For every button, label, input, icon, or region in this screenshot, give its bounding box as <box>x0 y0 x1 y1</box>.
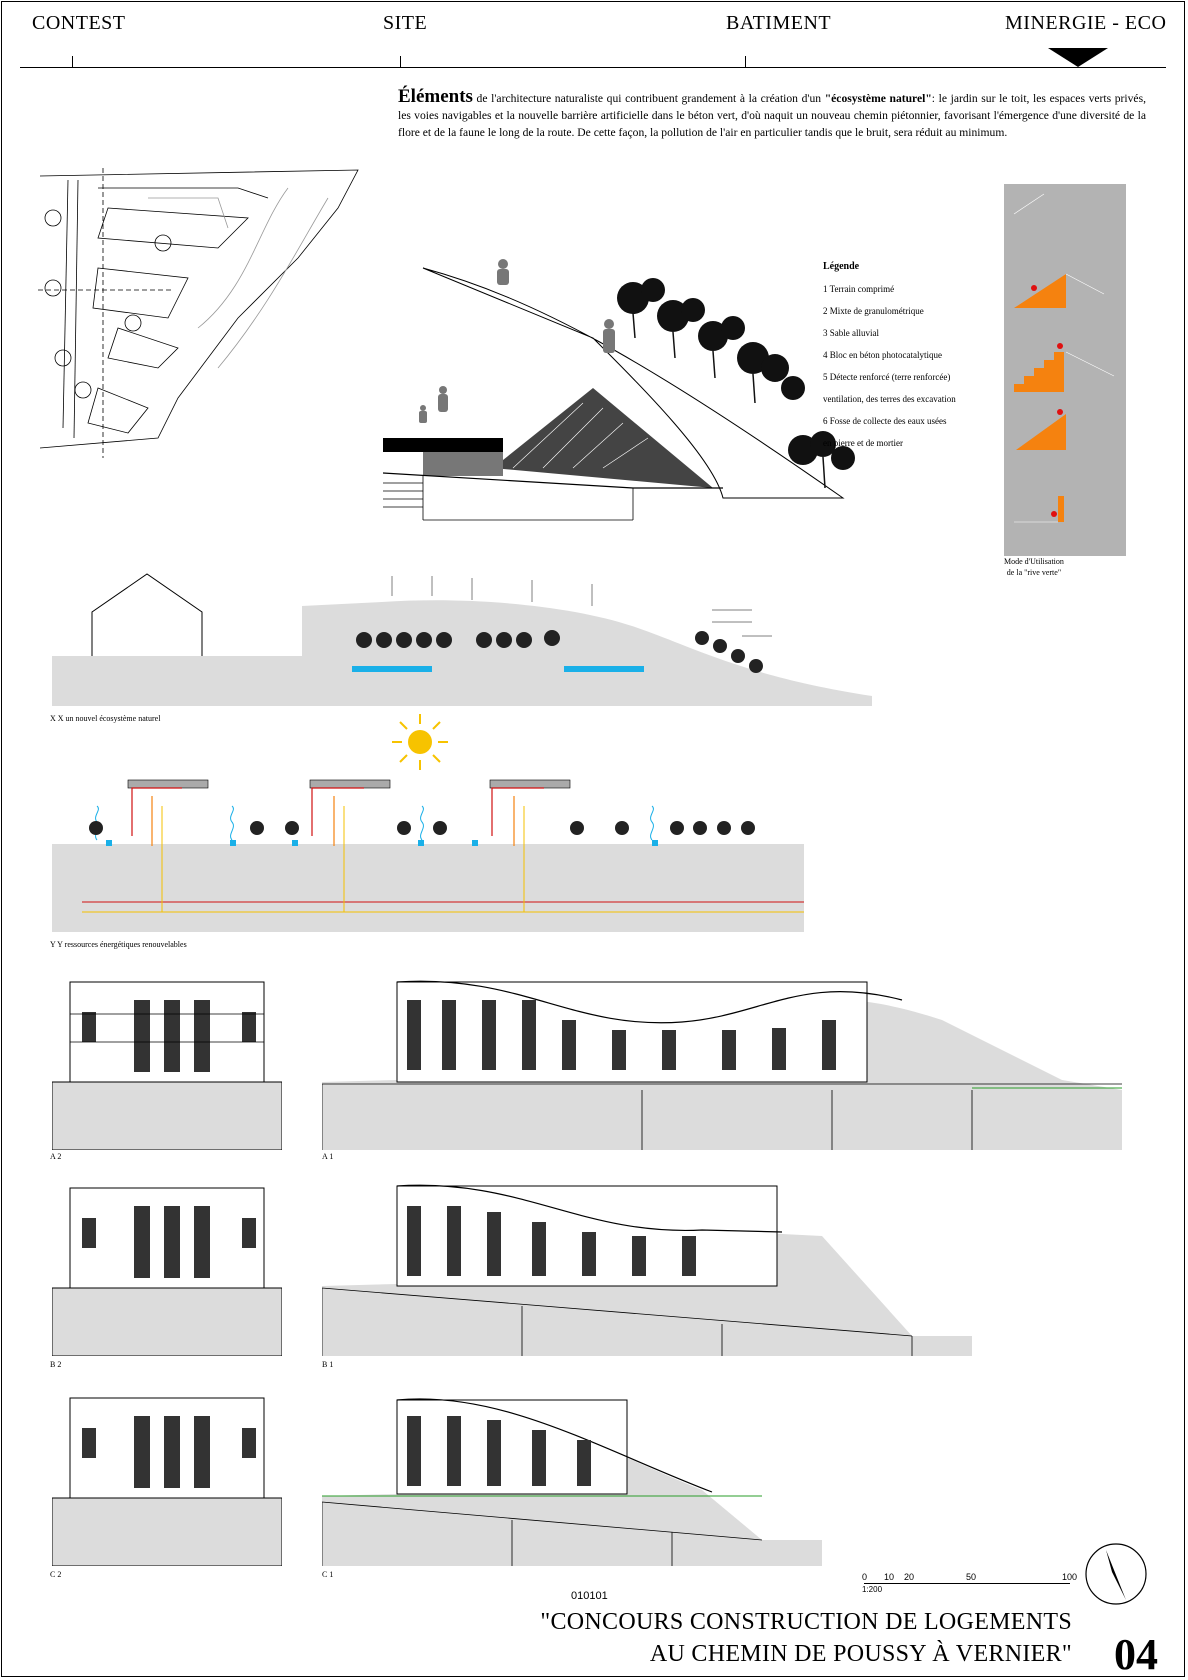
caption-a1: A 1 <box>322 1152 334 1161</box>
nav-batiment[interactable]: BATIMENT <box>726 12 832 34</box>
nav-rule <box>20 67 1166 68</box>
intro-lead: Éléments <box>398 86 473 107</box>
scale-tick-100: 100 <box>1062 1572 1078 1582</box>
nav-tick <box>400 56 401 67</box>
intro-text-a: de l'architecture naturaliste qui contri… <box>472 92 825 105</box>
elevation-b1-drawing <box>322 1184 972 1356</box>
legend-item: 1 Terrain comprimé <box>823 284 895 294</box>
elevation-c1-drawing <box>322 1398 822 1566</box>
elevation-c2-drawing <box>52 1397 282 1566</box>
caption-a2: A 2 <box>50 1152 62 1161</box>
nav-minergie[interactable]: MINERGIE - ECO <box>1005 12 1167 34</box>
site-plan <box>38 168 359 458</box>
legend-item: 6 Fosse de collecte des eaux usées <box>823 416 947 426</box>
scale-label: 1:200 <box>862 1585 883 1594</box>
legend-item: 4 Bloc en béton photocatalytique <box>823 350 942 360</box>
usage-mode-line2: de la "rive verte" <box>1006 568 1062 577</box>
project-title-line2: AU CHEMIN DE POUSSY À VERNIER" <box>649 1641 1072 1667</box>
caption-c2: C 2 <box>50 1570 62 1579</box>
nav-contest[interactable]: CONTEST <box>32 12 126 34</box>
caption-section-xx: X X un nouvel écosystème naturel <box>50 714 161 723</box>
usage-mode-caption: Mode d'Utilisation de la "rive verte" <box>1004 556 1064 578</box>
green-barrier-section <box>383 259 855 521</box>
scale-tick-0: 0 <box>862 1572 868 1582</box>
caption-c1: C 1 <box>322 1570 334 1579</box>
elevation-b2-drawing <box>52 1187 282 1356</box>
project-code: 010101 <box>571 1590 608 1602</box>
sun-icon <box>392 714 448 770</box>
legend: Légende 1 Terrain comprimé 2 Mixte de gr… <box>823 256 956 454</box>
scale-line <box>864 1583 1070 1584</box>
page-number: 04 <box>1114 1630 1158 1679</box>
scale-bar: 0 10 20 50 100 1:200 <box>862 1572 1080 1594</box>
legend-item: ventilation, des terres des excavation <box>823 394 956 404</box>
caption-section-yy: Y Y ressources énergétiques renouvelable… <box>50 940 187 949</box>
legend-item: 5 Détecte renforcé (terre renforcée) <box>823 372 951 382</box>
nav-tick <box>72 56 73 67</box>
legend-title: Légende <box>823 261 860 272</box>
scale-tick-10: 10 <box>884 1572 895 1582</box>
section-xx-drawing <box>52 573 872 706</box>
legend-item: 3 Sable alluvial <box>823 328 879 338</box>
project-title-line1: "CONCOURS CONSTRUCTION DE LOGEMENTS <box>540 1609 1072 1635</box>
legend-item: en pierre et de mortier <box>823 438 903 448</box>
caption-b1: B 1 <box>322 1360 334 1369</box>
elevation-a2-drawing <box>52 981 282 1150</box>
nav-tick <box>745 56 746 67</box>
intro-highlight: "écosystème naturel" <box>824 92 932 105</box>
elevation-a1-drawing <box>322 980 1122 1150</box>
usage-mode-panel <box>1004 184 1126 556</box>
nav-site[interactable]: SITE <box>383 12 428 34</box>
caption-b2: B 2 <box>50 1360 62 1369</box>
scale-tick-50: 50 <box>966 1572 977 1582</box>
legend-item: 2 Mixte de granulométrique <box>823 306 924 316</box>
section-yy-drawing <box>52 779 804 932</box>
usage-mode-line1: Mode d'Utilisation <box>1004 557 1064 566</box>
active-section-marker-icon <box>1048 48 1108 67</box>
intro-text-b: : le jardin sur le toit, les espaces ver… <box>398 92 1146 139</box>
north-arrow-icon <box>1085 1543 1147 1605</box>
scale-tick-20: 20 <box>904 1572 915 1582</box>
intro-paragraph: Éléments de l'architecture naturaliste q… <box>398 86 1146 141</box>
